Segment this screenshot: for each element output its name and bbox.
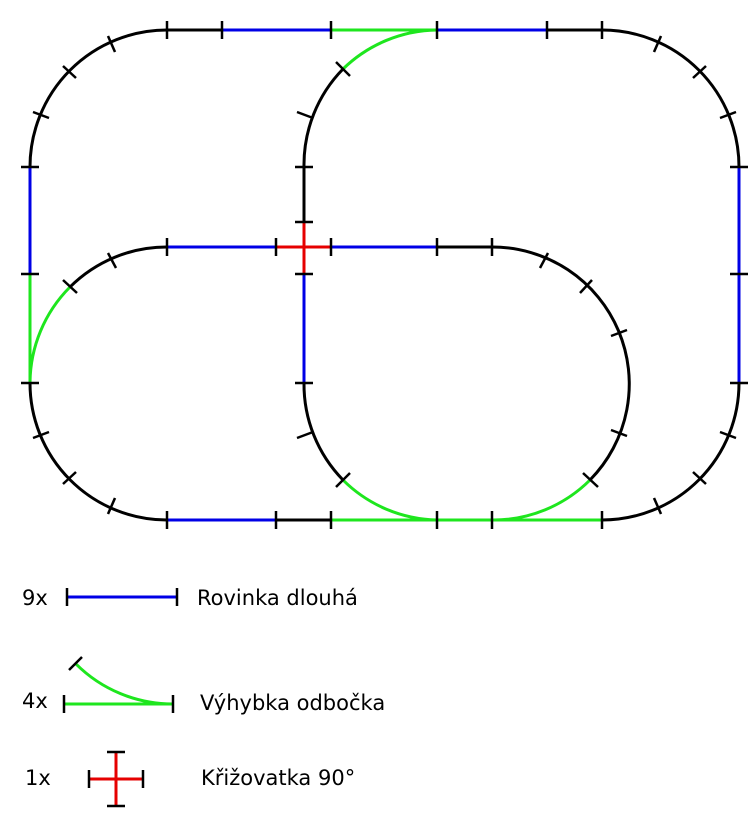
joint-tick bbox=[32, 430, 50, 440]
joint-tick bbox=[538, 252, 550, 269]
joint-tick bbox=[335, 472, 351, 488]
joint-tick bbox=[335, 61, 351, 77]
track-outer-left-top-curve bbox=[28, 28, 168, 168]
joint-tick bbox=[62, 65, 77, 79]
joint-tick bbox=[32, 110, 50, 120]
joint-ticks bbox=[21, 21, 748, 529]
turnout-pieces bbox=[28, 28, 602, 522]
joint-tick bbox=[582, 472, 599, 488]
track-outer-right-top-curve bbox=[601, 28, 741, 168]
legend-count-crossing: 1x bbox=[25, 766, 51, 790]
joint-tick bbox=[579, 279, 593, 294]
track-inner-left-curve bbox=[68, 245, 168, 289]
turnout-left-branch bbox=[28, 285, 72, 384]
straight-long-icon bbox=[65, 588, 179, 606]
black-track bbox=[28, 28, 741, 522]
joint-tick bbox=[106, 497, 117, 515]
crossing-90-piece bbox=[276, 222, 331, 274]
joint-tick bbox=[62, 279, 78, 294]
crossing-icon bbox=[87, 750, 145, 808]
legend-row-turnout: 4x Výhybka odbočka bbox=[22, 656, 385, 715]
turnout-bottom-left-branch bbox=[341, 478, 438, 522]
legend-count-turnout: 4x bbox=[22, 689, 48, 713]
legend-count-straight-long: 9x bbox=[22, 586, 48, 610]
joint-tick bbox=[692, 65, 707, 79]
joint-tick bbox=[610, 428, 628, 438]
joint-tick bbox=[719, 110, 737, 120]
legend-label-crossing: Křižovatka 90° bbox=[201, 766, 355, 790]
joint-tick bbox=[652, 35, 663, 53]
joint-tick bbox=[296, 430, 314, 440]
joint-tick bbox=[106, 252, 118, 269]
track-outer-left-bottom-curve bbox=[28, 382, 168, 522]
joint-tick bbox=[610, 328, 628, 338]
track-inner-right-curve bbox=[491, 245, 631, 482]
legend-label-straight-long: Rovinka dlouhá bbox=[197, 586, 358, 610]
track-right-loop-bottom-curve bbox=[302, 382, 345, 482]
track-outer-right-bottom-curve bbox=[601, 382, 741, 522]
joint-tick bbox=[652, 497, 663, 515]
legend-row-crossing: 1x Křižovatka 90° bbox=[25, 750, 355, 808]
turnout-top-branch bbox=[341, 28, 438, 71]
joint-tick bbox=[692, 471, 707, 485]
joint-tick bbox=[296, 110, 314, 120]
legend: 9x Rovinka dlouhá 4x Výhybka odbočka 1x bbox=[22, 586, 385, 808]
joint-tick bbox=[62, 471, 77, 485]
joint-tick bbox=[719, 430, 737, 440]
joint-tick bbox=[106, 35, 117, 53]
legend-label-turnout: Výhybka odbočka bbox=[200, 691, 385, 715]
turnout-bottom-right-branch bbox=[491, 478, 592, 522]
straight-long-pieces bbox=[28, 28, 741, 522]
legend-row-straight-long: 9x Rovinka dlouhá bbox=[22, 586, 358, 610]
turnout-icon bbox=[62, 656, 175, 713]
track-right-loop-top-curve bbox=[302, 67, 345, 168]
